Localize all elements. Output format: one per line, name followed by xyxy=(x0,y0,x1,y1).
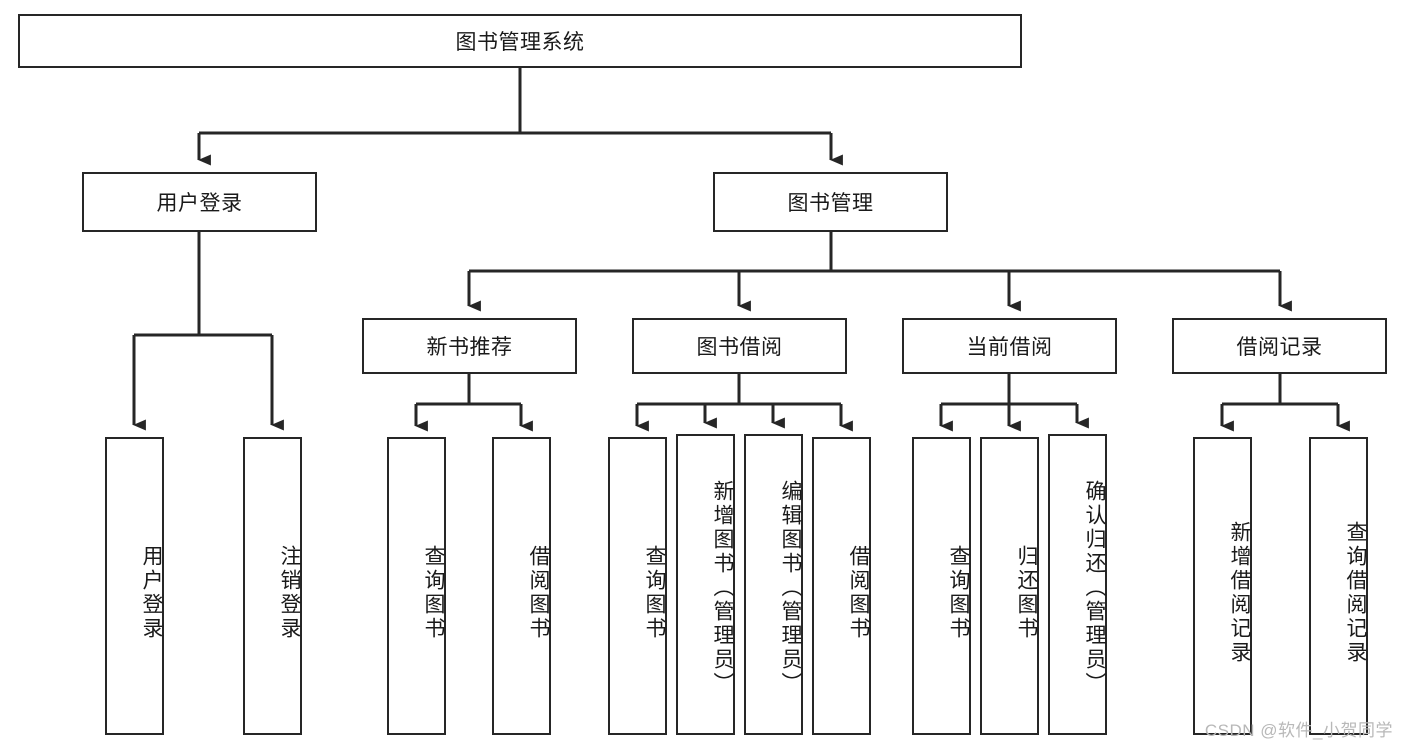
node-leaf-query-record[interactable]: 查询借阅记录 xyxy=(1309,437,1368,735)
node-user-login-label: 用户登录 xyxy=(156,192,243,215)
node-leaf-add-record[interactable]: 新增借阅记录 xyxy=(1193,437,1252,735)
node-leaf-query-book-2-label: 查询图书 xyxy=(643,545,666,641)
node-leaf-add-book[interactable]: 新增图书（管理员） xyxy=(676,434,735,735)
node-leaf-confirm-return[interactable]: 确认归还（管理员） xyxy=(1048,434,1107,735)
node-leaf-query-book-3[interactable]: 查询图书 xyxy=(912,437,971,735)
node-leaf-return-book-label: 归还图书 xyxy=(1015,545,1038,641)
node-leaf-query-record-label: 查询借阅记录 xyxy=(1344,521,1367,665)
node-new-book-recommend-label: 新书推荐 xyxy=(426,336,513,359)
node-leaf-user-login[interactable]: 用户登录 xyxy=(105,437,164,735)
node-leaf-edit-book[interactable]: 编辑图书（管理员） xyxy=(744,434,803,735)
node-leaf-query-book-2[interactable]: 查询图书 xyxy=(608,437,667,735)
node-book-borrow-label: 图书借阅 xyxy=(696,336,783,359)
node-leaf-borrow-book-2-label: 借阅图书 xyxy=(847,545,870,641)
node-leaf-borrow-book-2[interactable]: 借阅图书 xyxy=(812,437,871,735)
node-borrow-record[interactable]: 借阅记录 xyxy=(1172,318,1387,374)
node-leaf-edit-book-label: 编辑图书（管理员） xyxy=(779,479,802,696)
node-leaf-borrow-book-1[interactable]: 借阅图书 xyxy=(492,437,551,735)
node-book-manage-label: 图书管理 xyxy=(787,192,874,215)
node-leaf-user-logout-label: 注销登录 xyxy=(278,545,301,641)
node-new-book-recommend[interactable]: 新书推荐 xyxy=(362,318,577,374)
node-leaf-confirm-return-label: 确认归还（管理员） xyxy=(1083,479,1106,696)
node-leaf-user-logout[interactable]: 注销登录 xyxy=(243,437,302,735)
node-book-borrow[interactable]: 图书借阅 xyxy=(632,318,847,374)
watermark: CSDN @软件_小贺同学 xyxy=(1204,721,1393,740)
node-current-borrow[interactable]: 当前借阅 xyxy=(902,318,1117,374)
node-leaf-borrow-book-1-label: 借阅图书 xyxy=(527,545,550,641)
node-leaf-query-book-1-label: 查询图书 xyxy=(422,545,445,641)
node-root[interactable]: 图书管理系统 xyxy=(18,14,1022,68)
node-leaf-query-book-1[interactable]: 查询图书 xyxy=(387,437,446,735)
node-current-borrow-label: 当前借阅 xyxy=(966,336,1053,359)
node-leaf-add-book-label: 新增图书（管理员） xyxy=(711,479,734,696)
node-leaf-query-book-3-label: 查询图书 xyxy=(947,545,970,641)
node-leaf-add-record-label: 新增借阅记录 xyxy=(1228,521,1251,665)
node-book-manage[interactable]: 图书管理 xyxy=(713,172,948,232)
node-borrow-record-label: 借阅记录 xyxy=(1236,336,1323,359)
node-root-label: 图书管理系统 xyxy=(455,31,585,54)
node-leaf-user-login-label: 用户登录 xyxy=(140,545,163,641)
node-leaf-return-book[interactable]: 归还图书 xyxy=(980,437,1039,735)
node-user-login[interactable]: 用户登录 xyxy=(82,172,317,232)
